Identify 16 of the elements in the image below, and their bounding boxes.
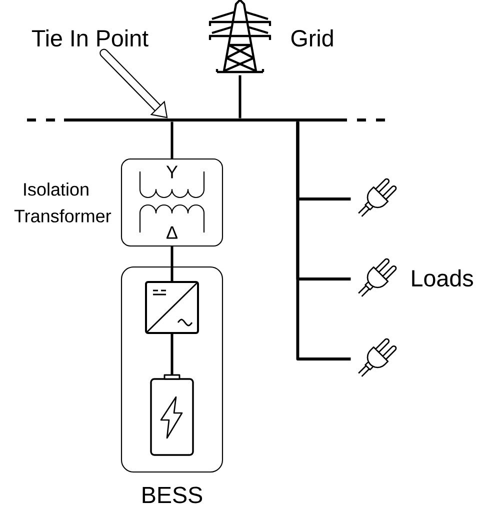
node-label: BESS [142, 486, 202, 504]
enclosure-box [120, 266, 224, 473]
node-label: Grid [291, 29, 333, 47]
inverter-symbol [145, 281, 199, 334]
plug-icon [358, 178, 397, 218]
plug-icon [358, 338, 397, 378]
node-label: Tie In Point [32, 29, 148, 47]
battery-icon [150, 374, 194, 456]
bus-bar [64, 118, 347, 122]
text-label: Loads [412, 269, 473, 287]
transformer-box: Y Δ [120, 158, 224, 247]
node-label: Y [166, 166, 178, 178]
node-label: Isolation Transformer [14, 182, 112, 222]
plug-icon [358, 258, 397, 298]
node-label: Δ [166, 226, 178, 239]
pylon-icon [208, 0, 272, 74]
